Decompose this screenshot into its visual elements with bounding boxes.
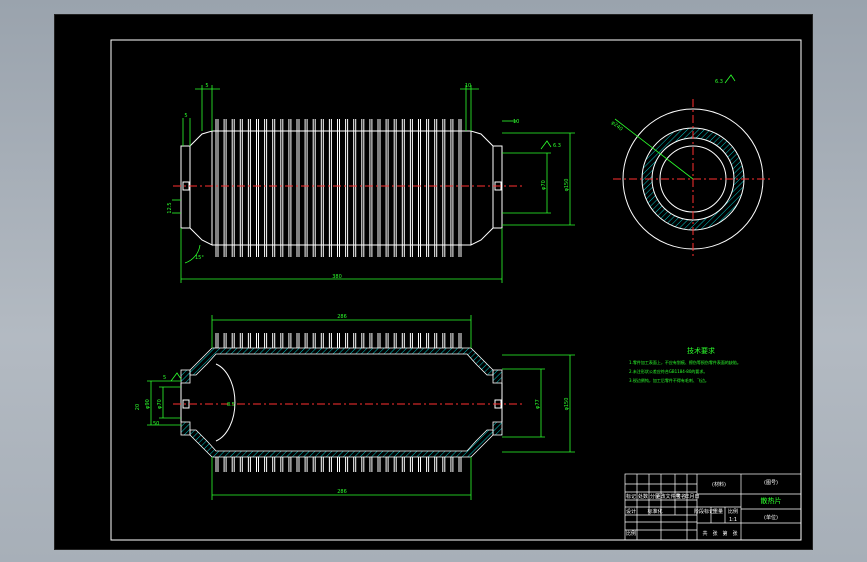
section-left-outer: φ90 <box>145 399 151 409</box>
section-chamfer-mark: 8.5 <box>227 402 235 408</box>
section-bottom-fins <box>215 457 462 472</box>
top-right-flange <box>492 145 503 229</box>
section-body-length: 286 <box>337 489 347 495</box>
section-top-fins <box>215 333 462 348</box>
title-block <box>624 473 802 541</box>
section-inner-arc <box>215 363 236 442</box>
title-block-sheet: 共 <box>702 530 707 537</box>
top-view: 380 5 10 10 φ70 φ150 12.5 5 15° 6.3 <box>167 83 575 283</box>
technical-requirements: 技术要求 1.零件加工表面上，不应有划痕、擦伤等损伤零件表面的缺陷。 2.未注形… <box>629 346 741 383</box>
title-block-material: (材料) <box>712 481 726 488</box>
title-block-sheet: 张 <box>712 530 717 537</box>
end-diameter: φ240 <box>610 120 624 133</box>
top-body-left-cone <box>189 130 213 246</box>
title-block-label: 分区 <box>650 493 660 500</box>
section-left-bore: φ70 <box>157 399 163 409</box>
title-block-label: 标记 <box>626 493 636 500</box>
top-left-flange <box>180 145 191 229</box>
end-roughness: 6.3 <box>715 79 723 85</box>
title-block-label: 标准化 <box>647 508 662 515</box>
tech-req-item: 1.零件加工表面上，不应有划痕、擦伤等损伤零件表面的缺陷。 <box>629 359 741 365</box>
section-side-mark: 20 <box>135 404 141 410</box>
top-side-mark: 5 <box>184 113 187 119</box>
tech-req-item: 2.未注形状公差应符合GB1184-80的要求。 <box>629 368 707 374</box>
title-block-label: 阶段标记 <box>694 508 714 515</box>
tech-req-title: 技术要求 <box>687 346 715 355</box>
section-left-flange-top <box>180 369 191 384</box>
section-right-flange-top <box>492 369 503 384</box>
top-left-mark: 5 <box>205 83 208 89</box>
title-block-sheet: 第 <box>722 530 727 537</box>
top-body-right-cone <box>470 130 494 246</box>
title-block-label: 比例 <box>626 530 636 537</box>
end-diameter-leader <box>614 118 694 180</box>
end-view: 6.3 φ240 <box>610 74 773 259</box>
top-roughness-mark: 6.3 <box>553 143 561 149</box>
inner-frame <box>110 39 802 541</box>
top-right-outer-dia: φ150 <box>564 179 570 192</box>
title-block-ratio: 1:1 <box>729 517 737 523</box>
title-block-label: 设计 <box>626 508 636 515</box>
section-small-mark: 5 <box>163 375 166 381</box>
section-fin-length: 286 <box>337 314 347 320</box>
top-right-mark: 10 <box>465 83 471 89</box>
title-block-label: 签名 <box>676 493 686 500</box>
title-block-label: 更改文件号 <box>655 493 680 500</box>
top-right-inner-dia: φ70 <box>541 180 547 190</box>
title-block-text: (图号) (材料) 散热片 (单位) 标记 处数 分区 更改文件号 签名 年月日… <box>626 480 782 537</box>
title-block-company: (单位) <box>764 514 778 521</box>
section-right-flange-bottom <box>492 421 503 436</box>
title-block-label: 比例 <box>728 508 738 515</box>
title-block-label: 年月日 <box>684 493 699 500</box>
top-left-spigot-dim: 12.5 <box>167 202 173 213</box>
section-left-small-dim: 50 <box>153 421 159 427</box>
title-block-drawing-name: 散热片 <box>761 496 782 505</box>
drawing-viewport[interactable]: 380 5 10 10 φ70 φ150 12.5 5 15° 6.3 <box>54 14 813 550</box>
top-overall-length: 380 <box>332 274 342 280</box>
top-view-fins <box>215 119 462 257</box>
top-right-step-mark: 10 <box>513 119 519 125</box>
section-right-outer: φ150 <box>564 398 570 411</box>
section-left-flange-bottom <box>180 421 191 436</box>
section-view: 286 286 φ77 φ150 φ90 φ70 50 20 8.5 5 <box>135 314 575 500</box>
end-roughness-symbol <box>724 74 736 84</box>
title-block-label: 重量 <box>713 508 723 515</box>
section-right-bore: φ77 <box>535 399 541 409</box>
section-bottom-wall <box>189 429 494 458</box>
drawing-canvas: 380 5 10 10 φ70 φ150 12.5 5 15° 6.3 <box>110 39 802 541</box>
tech-req-item: 3.锐边倒钝，加工后零件不得有毛刺、飞边。 <box>629 377 709 383</box>
title-block-drawing-no: (图号) <box>764 480 778 486</box>
title-block-sheet: 张 <box>732 530 737 537</box>
top-chamfer-angle: 15° <box>195 255 204 261</box>
title-block-label: 处数 <box>638 493 648 500</box>
section-top-wall <box>189 347 494 376</box>
